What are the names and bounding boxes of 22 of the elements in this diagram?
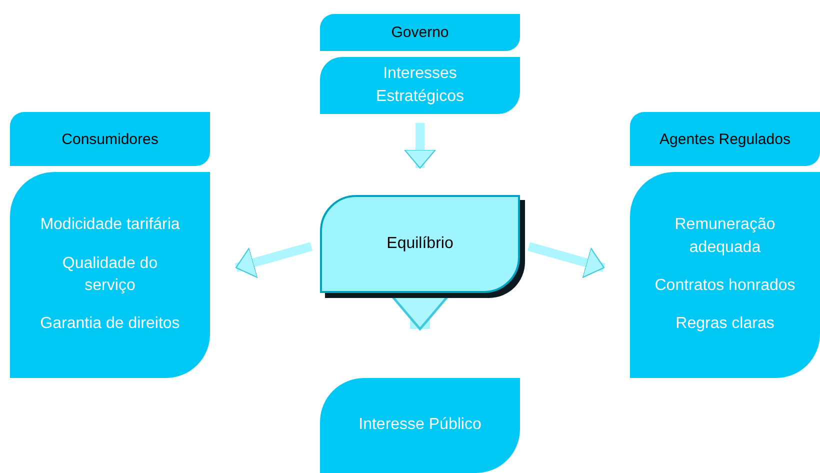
node-label: Interesses Estratégicos (374, 64, 466, 106)
header-box (320, 14, 520, 51)
header-box (630, 112, 820, 166)
node-label: Regras claras (676, 314, 774, 334)
subheader-box (320, 57, 520, 114)
content-box (630, 172, 820, 378)
node-label: Qualidade do serviço (61, 254, 159, 296)
content-box (10, 172, 210, 378)
node-label: Consumidores (62, 130, 158, 150)
content-box (320, 378, 520, 473)
block-arrow (404, 123, 436, 169)
node-label: Remuneração adequada (674, 215, 776, 258)
node-label: Governo (391, 23, 449, 43)
node-label: Agentes Regulados (660, 130, 790, 150)
header-box (10, 112, 210, 166)
node-label: Interesse Público (358, 415, 482, 436)
node-label: Modicidade tarifária (40, 215, 180, 236)
node-label: Garantia de direitos (40, 314, 180, 334)
block-arrow (527, 242, 606, 278)
node-label: Contratos honrados (654, 276, 796, 296)
block-arrow (234, 242, 313, 278)
node-label: Equilíbrio (386, 234, 454, 254)
